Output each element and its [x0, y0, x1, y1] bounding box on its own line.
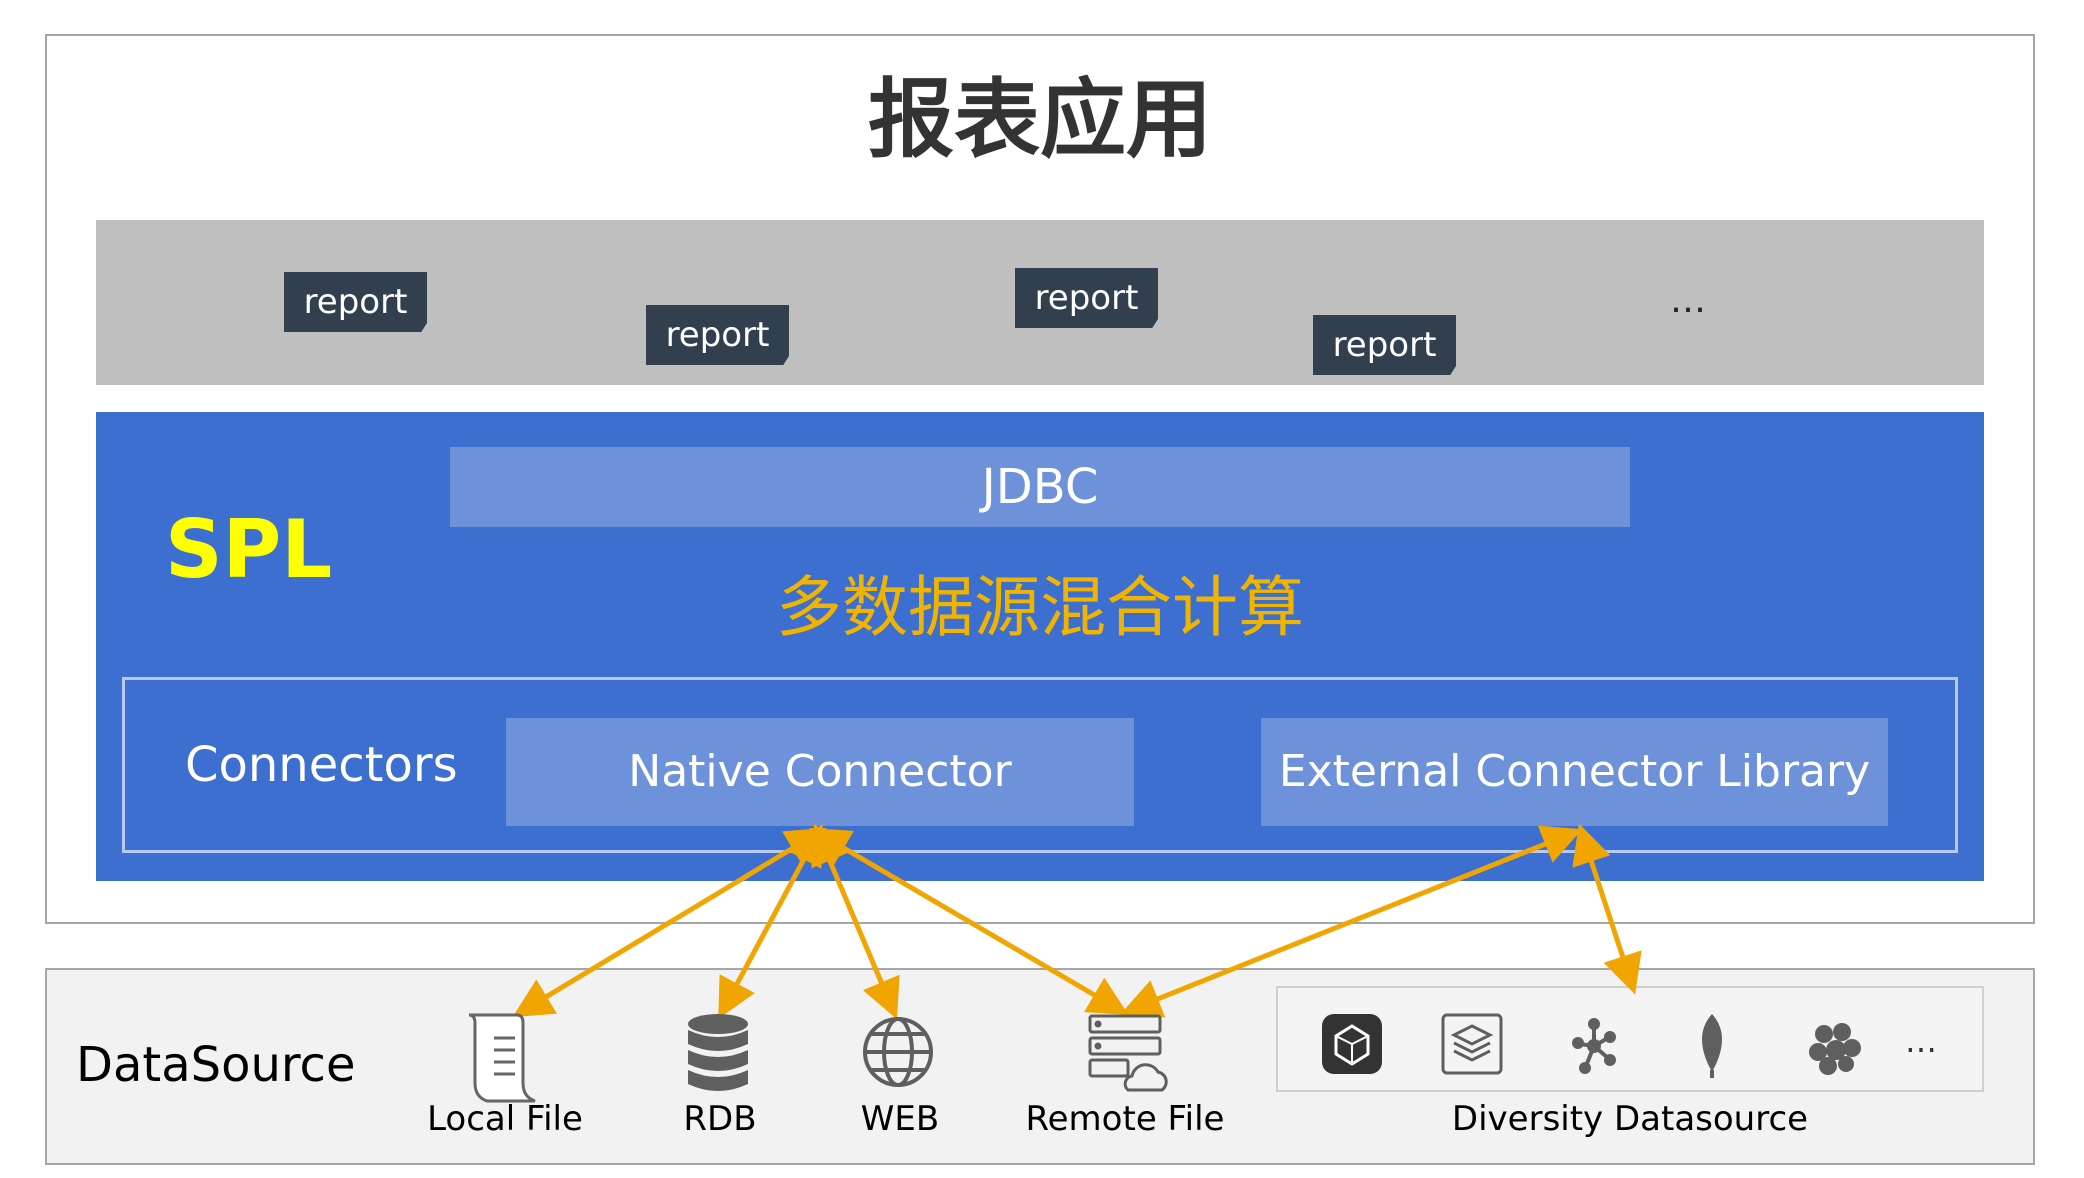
connectors-label: Connectors: [185, 737, 458, 793]
arrow-native-localfile: [512, 827, 827, 1018]
arrow-native-remotefile: [809, 827, 1129, 1016]
external-connector-box: External Connector Library: [1261, 718, 1888, 826]
scroll-file-icon: [468, 1013, 536, 1103]
layers-icon: [1441, 1013, 1503, 1075]
spl-label: SPL: [165, 503, 333, 596]
arrow-external-remotefile: [1120, 825, 1583, 1018]
report-box: report: [1015, 268, 1158, 328]
server-cloud-icon: [1088, 1014, 1168, 1092]
arrow-native-web: [811, 823, 900, 1020]
leaf-icon: [1702, 1014, 1722, 1078]
local-file-label: Local File: [427, 1099, 583, 1139]
database-icon: [688, 1014, 748, 1091]
web-label: WEB: [860, 1099, 940, 1139]
report-ellipsis: …: [1670, 280, 1706, 321]
mixed-computing-label: 多数据源混合计算: [776, 569, 1304, 646]
graph-nodes-icon: [1572, 1018, 1616, 1074]
arrow-native-rdb: [718, 824, 823, 1019]
arrow-external-diversity: [1572, 823, 1642, 995]
diversity-datasource-label: Diversity Datasource: [1451, 1099, 1809, 1139]
rdb-label: RDB: [683, 1099, 757, 1139]
cluster-icon: [1809, 1023, 1861, 1075]
page-title: 报表应用: [868, 70, 1212, 170]
remote-file-label: Remote File: [1025, 1099, 1225, 1139]
datasource-label: DataSource: [76, 1037, 356, 1093]
diversity-ellipsis: …: [1905, 1022, 1937, 1060]
report-box: report: [1313, 315, 1456, 375]
globe-icon: [863, 1017, 933, 1087]
dark-cube-icon: [1322, 1014, 1382, 1074]
jdbc-box: JDBC: [450, 447, 1630, 527]
native-connector-box: Native Connector: [506, 718, 1134, 826]
report-box: report: [284, 272, 427, 332]
report-box: report: [646, 305, 789, 365]
